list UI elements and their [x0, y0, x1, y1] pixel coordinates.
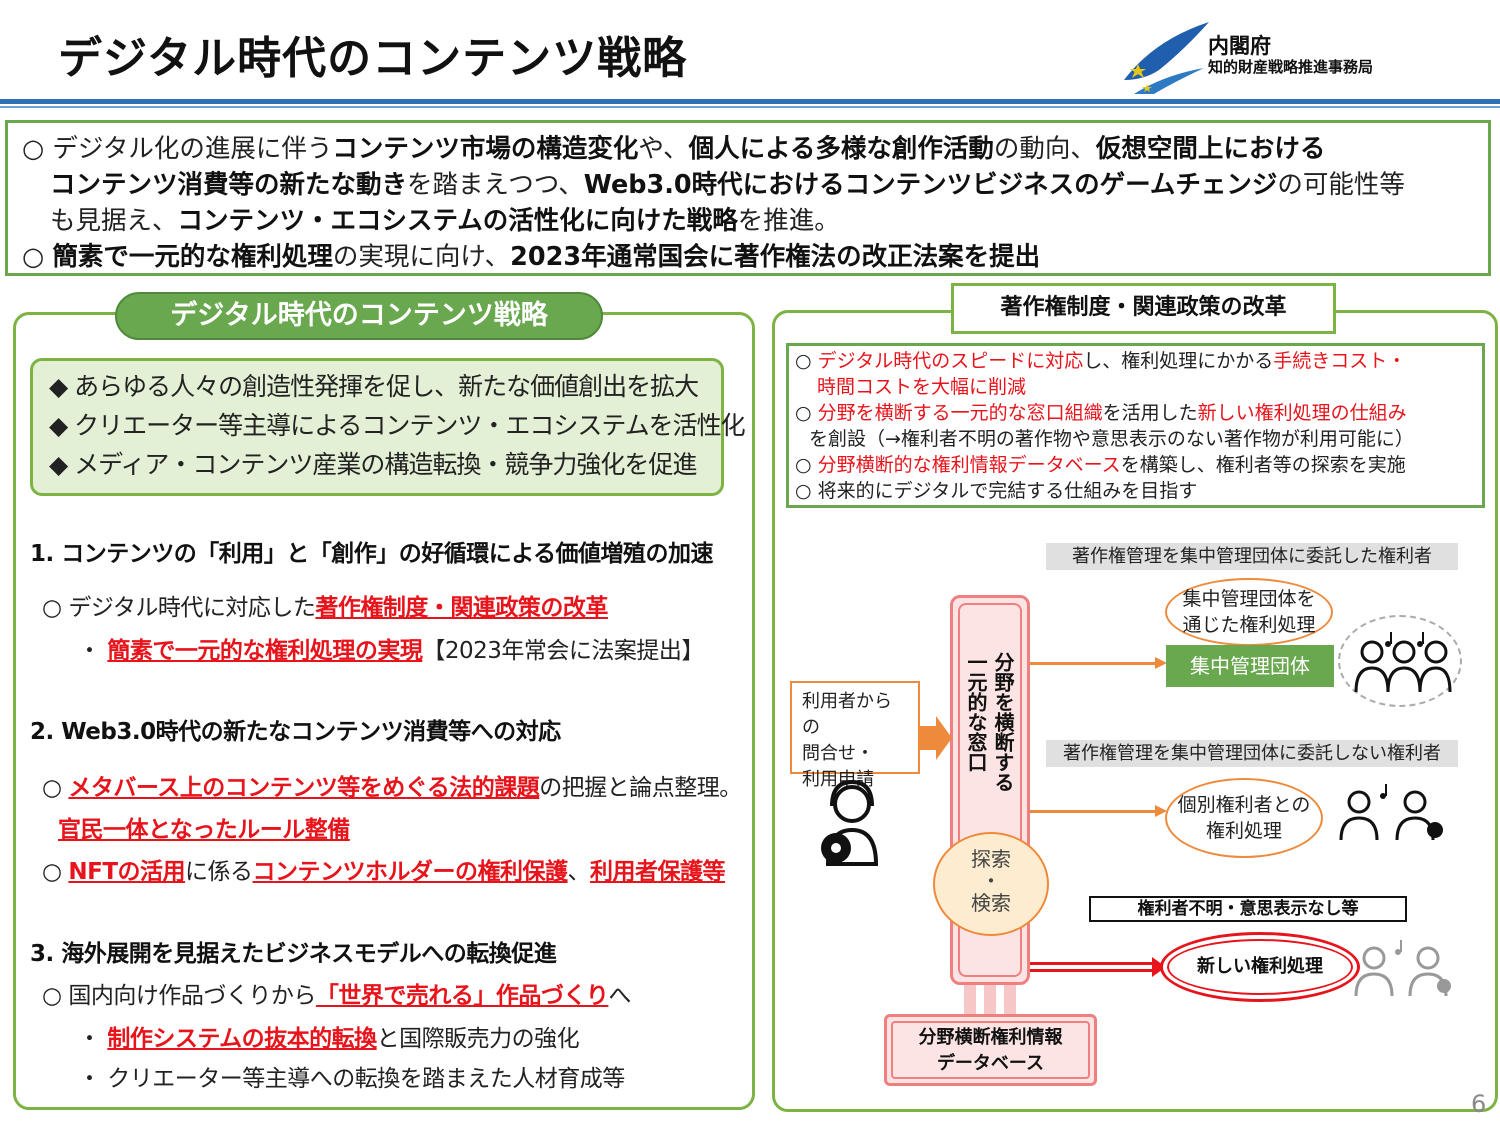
goal-item: ◆ あらゆる人々の創造性発揮を促し、新たな価値創出を拡大: [49, 372, 699, 401]
summary-line: コンテンツ消費等の新たな動きを踏まえつつ、Web3.0時代におけるコンテンツビジ…: [50, 170, 1405, 200]
reform-points-box: ○ デジタル時代のスピードに対応し、権利処理にかかる手続きコスト・ 時間コストを…: [786, 343, 1485, 508]
double-arrow-line: [1030, 962, 1156, 972]
user-request-box: 利用者からの 問合せ・ 利用申請: [790, 681, 920, 790]
summary-box: ○ デジタル化の進展に伴うコンテンツ市場の構造変化や、個人による多様な創作活動の…: [5, 120, 1491, 276]
new-processing-oval: 新しい権利処理: [1160, 932, 1360, 1002]
non-entrusted-rightsholders-label: 著作権管理を集中管理団体に委託しない権利者: [1046, 740, 1458, 767]
cabinet-office-logo: [1124, 22, 1209, 94]
search-circle: 探索 ・ 検索: [933, 832, 1049, 936]
musicians-icon: [1354, 632, 1452, 693]
goal-item: ◆ メディア・コンテンツ産業の構造転換・競争力強化を促進: [49, 450, 697, 479]
arrow-head: [1155, 657, 1167, 669]
user-headset-icon: [821, 779, 879, 866]
section-1-heading: 1. コンテンツの「利用」と「創作」の好循環による価値増殖の加速: [30, 541, 714, 567]
strategy-title-pill: デジタル時代のコンテンツ戦略: [115, 292, 603, 340]
reform-title-tab: 著作権制度・関連政策の改革: [951, 283, 1336, 334]
section-3-subitem: ・ 制作システムの抜本的転換と国際販売力の強化: [78, 1026, 580, 1052]
section-3-subitem: ・ クリエーター等主導への転換を踏まえた人材育成等: [78, 1066, 625, 1092]
unknown-rightsholders-label: 権利者不明・意思表示なし等: [1089, 896, 1407, 922]
artists-icon: [1339, 784, 1443, 841]
goal-item: ◆ クリエーター等主導によるコンテンツ・エコシステムを活性化: [49, 411, 746, 440]
summary-line: ○ 簡素で一元的な権利処理の実現に向け、2023年通常国会に著作権法の改正法案を…: [22, 242, 1041, 272]
reform-line: を創設（→権利者不明の著作物や意思表示のない著作物が利用可能に）: [809, 428, 1414, 450]
arrow-right-icon: [920, 716, 952, 760]
summary-line: も見据え、コンテンツ・エコシステムの活性化に向けた戦略を推進。: [50, 206, 840, 236]
window-label-col1: 分野を横断する: [991, 652, 1015, 792]
db-link: [964, 985, 976, 1017]
reform-line: 時間コストを大幅に削減: [817, 376, 1027, 398]
goals-box: ◆ あらゆる人々の創造性発揮を促し、新たな価値創出を拡大 ◆ クリエーター等主導…: [30, 358, 746, 496]
page-number: 6: [1471, 1090, 1487, 1118]
collective-org-box: 集中管理団体: [1166, 645, 1334, 687]
arrow-to-individual: [1030, 810, 1156, 813]
section-1-item: ○ デジタル時代に対応した著作権制度・関連政策の改革: [42, 595, 608, 621]
section-3-heading: 3. 海外展開を見据えたビジネスモデルへの転換促進: [30, 941, 557, 967]
reform-line: ○ 分野横断的な権利情報データベースを構築し、権利者等の探索を実施: [795, 454, 1406, 476]
org-department: 知的財産戦略推進事務局: [1208, 58, 1374, 76]
section-2-item-cont: 官民一体となったルール整備: [58, 817, 350, 843]
section-3-item: ○ 国内向け作品づくりから「世界で売れる」作品づくりへ: [42, 983, 631, 1009]
arrow-head: [1155, 805, 1167, 817]
header-rule: [0, 99, 1500, 104]
reform-line: ○ 分野を横断する一元的な窓口組織を活用した新しい権利処理の仕組み: [795, 402, 1407, 424]
db-link: [1004, 985, 1016, 1017]
rightsholders-group-outline: [1338, 615, 1462, 707]
section-2-item: ○ メタバース上のコンテンツ等をめぐる法的課題の把握と論点整理。: [42, 775, 742, 801]
db-link: [984, 985, 996, 1017]
individual-processing-oval: 個別権利者との 権利処理: [1165, 778, 1323, 858]
collective-processing-oval: 集中管理団体を 通じた権利処理: [1165, 578, 1333, 646]
rights-database-box: 分野横断権利情報 データベース: [884, 1014, 1097, 1086]
unknown-rightsholders-icon: [1354, 940, 1451, 997]
section-2-heading: 2. Web3.0時代の新たなコンテンツ消費等への対応: [30, 719, 561, 745]
org-name: 内閣府: [1208, 34, 1271, 58]
section-2-item: ○ NFTの活用に係るコンテンツホルダーの権利保護、利用者保護等: [42, 859, 726, 885]
arrow-to-org: [1030, 662, 1156, 665]
reform-line: ○ デジタル時代のスピードに対応し、権利処理にかかる手続きコスト・: [795, 350, 1407, 372]
page-title: デジタル時代のコンテンツ戦略: [58, 33, 688, 84]
reform-line: ○ 将来的にデジタルで完結する仕組みを目指す: [795, 480, 1198, 502]
entrusted-rightsholders-label: 著作権管理を集中管理団体に委託した権利者: [1046, 543, 1458, 570]
summary-line: ○ デジタル化の進展に伴うコンテンツ市場の構造変化や、個人による多様な創作活動の…: [22, 134, 1326, 164]
window-label-col2: 一元的な窓口: [964, 652, 988, 772]
header-rule-thin: [0, 106, 1500, 108]
section-1-subitem: ・ 簡素で一元的な権利処理の実現【2023年常会に法案提出】: [78, 638, 704, 664]
